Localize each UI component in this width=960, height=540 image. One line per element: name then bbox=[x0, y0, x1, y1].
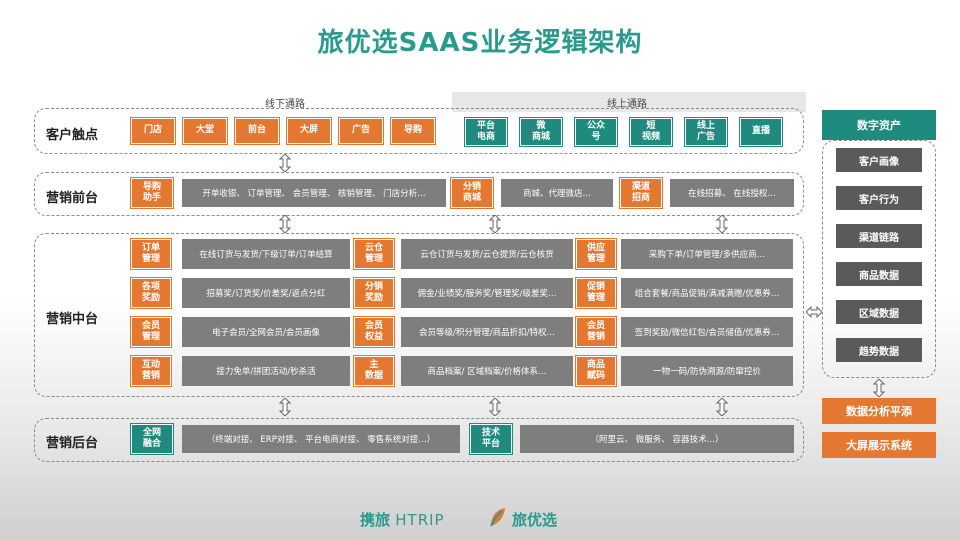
middle-left-desc: 招募奖/订货奖/价差奖/返点分红 bbox=[182, 278, 350, 308]
middle-right-desc: 签到奖励/微信红包/会员储值/优惠券… bbox=[621, 317, 793, 347]
middle-center-desc: 会员等级/积分管理/商品折扣/特权… bbox=[401, 317, 573, 347]
updown-arrow-icon bbox=[873, 379, 885, 397]
middle-row-frame bbox=[34, 233, 804, 397]
leaf-logo-icon bbox=[490, 508, 505, 527]
channel-invite-desc: 在线招募、 在线授权… bbox=[670, 179, 794, 207]
middle-left-desc: 在线订货与发货/下级订单/订单结算 bbox=[182, 239, 350, 269]
middle-center-tag: 分销 奖励 bbox=[354, 278, 394, 308]
offline-channel-label: 线下通路 bbox=[265, 99, 305, 110]
updown-arrow-icon bbox=[279, 215, 291, 233]
back-row-label: 营销后台 bbox=[46, 436, 99, 451]
digital-asset-item: 商品数据 bbox=[836, 262, 922, 286]
middle-center-desc: 佣金/业绩奖/服务奖/管理奖/级差奖… bbox=[401, 278, 573, 308]
tech-platform-desc: （阿里云、 微服务、 容器技术…） bbox=[520, 425, 794, 453]
touch-offline-item: 大屏 bbox=[287, 118, 331, 144]
digital-assets-frame bbox=[822, 140, 936, 378]
middle-left-desc: 电子会员/全网会员/会员画像 bbox=[182, 317, 350, 347]
touch-online-item: 线上 广告 bbox=[685, 118, 727, 146]
distribution-mall-desc: 商城、代理微店… bbox=[501, 179, 613, 207]
touch-offline-item: 导购 bbox=[391, 118, 435, 144]
digital-asset-item: 客户行为 bbox=[836, 186, 922, 210]
updown-arrow-icon bbox=[489, 398, 501, 416]
middle-center-desc: 云仓订货与发货/云仓提货/云仓核货 bbox=[401, 239, 573, 269]
digital-asset-item: 渠道链路 bbox=[836, 224, 922, 248]
middle-left-tag: 订单 管理 bbox=[131, 239, 171, 269]
leftright-arrow-icon bbox=[806, 306, 822, 318]
middle-left-desc: 接力免单/拼团活动/秒杀活 bbox=[182, 356, 350, 386]
updown-arrow-icon bbox=[716, 398, 728, 416]
middle-left-tag: 会员 管理 bbox=[131, 317, 171, 347]
touch-online-item: 短 视频 bbox=[630, 118, 672, 146]
htrip-logo-cn: 携旅 bbox=[360, 511, 391, 529]
middle-center-tag: 会员 权益 bbox=[354, 317, 394, 347]
middle-right-tag: 促销 管理 bbox=[576, 278, 616, 308]
network-fusion-desc: （终端对接、 ERP对接、 平台电商对接、 零售系统对接…） bbox=[182, 425, 460, 453]
channel-invite-tag: 渠道 招商 bbox=[620, 178, 662, 208]
htrip-logo-en: HTRIP bbox=[395, 511, 445, 529]
middle-center-desc: 商品档案/ 区域档案/价格体系… bbox=[401, 356, 573, 386]
tech-platform-tag: 技术 平台 bbox=[470, 424, 512, 454]
updown-arrow-icon bbox=[489, 215, 501, 233]
middle-right-tag: 供应 管理 bbox=[576, 239, 616, 269]
page-title: 旅优选SAAS业务逻辑架构 bbox=[317, 28, 643, 58]
touch-offline-item: 前台 bbox=[235, 118, 279, 144]
middle-center-tag: 主 数据 bbox=[354, 356, 394, 386]
online-channel-label: 线上通路 bbox=[607, 99, 647, 110]
middle-right-desc: 采购下单/订单管理/多供应商… bbox=[621, 239, 793, 269]
middle-right-tag: 会员 营销 bbox=[576, 317, 616, 347]
touch-row-frame bbox=[34, 108, 804, 154]
back-row-frame bbox=[34, 418, 804, 462]
digital-asset-item: 区域数据 bbox=[836, 300, 922, 324]
distribution-mall-tag: 分销 商城 bbox=[451, 178, 493, 208]
digital-assets-header: 数字资产 bbox=[822, 110, 936, 140]
middle-left-tag: 互动 营销 bbox=[131, 356, 171, 386]
middle-left-tag: 各项 奖励 bbox=[131, 278, 171, 308]
online-channel-band bbox=[452, 92, 806, 112]
touch-offline-item: 门店 bbox=[131, 118, 175, 144]
middle-center-tag: 云仓 管理 bbox=[354, 239, 394, 269]
updown-arrow-icon bbox=[716, 215, 728, 233]
middle-row-label: 营销中台 bbox=[46, 312, 99, 327]
touch-online-item: 公众 号 bbox=[575, 118, 617, 146]
middle-right-desc: 组合套餐/商品促销/满减满赠/优惠券… bbox=[621, 278, 793, 308]
updown-arrow-icon bbox=[279, 154, 291, 172]
data-analysis-platform: 数据分析平添 bbox=[822, 398, 936, 424]
updown-arrow-icon bbox=[279, 398, 291, 416]
htrip-logo: 携旅 HTRIP bbox=[360, 509, 445, 530]
digital-asset-item: 趋势数据 bbox=[836, 338, 922, 362]
touch-offline-item: 广告 bbox=[339, 118, 383, 144]
touch-online-item: 平台 电商 bbox=[465, 118, 507, 146]
middle-right-desc: 一物一码/防伪溯源/防窜控价 bbox=[621, 356, 793, 386]
front-row-label: 营销前台 bbox=[46, 191, 99, 206]
touch-online-item: 微 商城 bbox=[520, 118, 562, 146]
touch-offline-item: 大堂 bbox=[183, 118, 227, 144]
middle-right-tag: 商品 赋码 bbox=[576, 356, 616, 386]
big-screen-system: 大屏展示系统 bbox=[822, 432, 936, 458]
touch-row-label: 客户触点 bbox=[46, 128, 99, 143]
touch-online-item: 直播 bbox=[740, 118, 782, 146]
network-fusion-tag: 全网 融合 bbox=[131, 424, 173, 454]
shopping-assistant-desc: 开单收银、 订单管理、 会员管理、 核销管理、 门店分析… bbox=[182, 179, 446, 207]
digital-asset-item: 客户画像 bbox=[836, 148, 922, 172]
brand-logo-text: 旅优选 bbox=[512, 511, 558, 529]
front-row-frame bbox=[34, 172, 804, 216]
shopping-assistant-tag: 导购 助手 bbox=[131, 178, 173, 208]
